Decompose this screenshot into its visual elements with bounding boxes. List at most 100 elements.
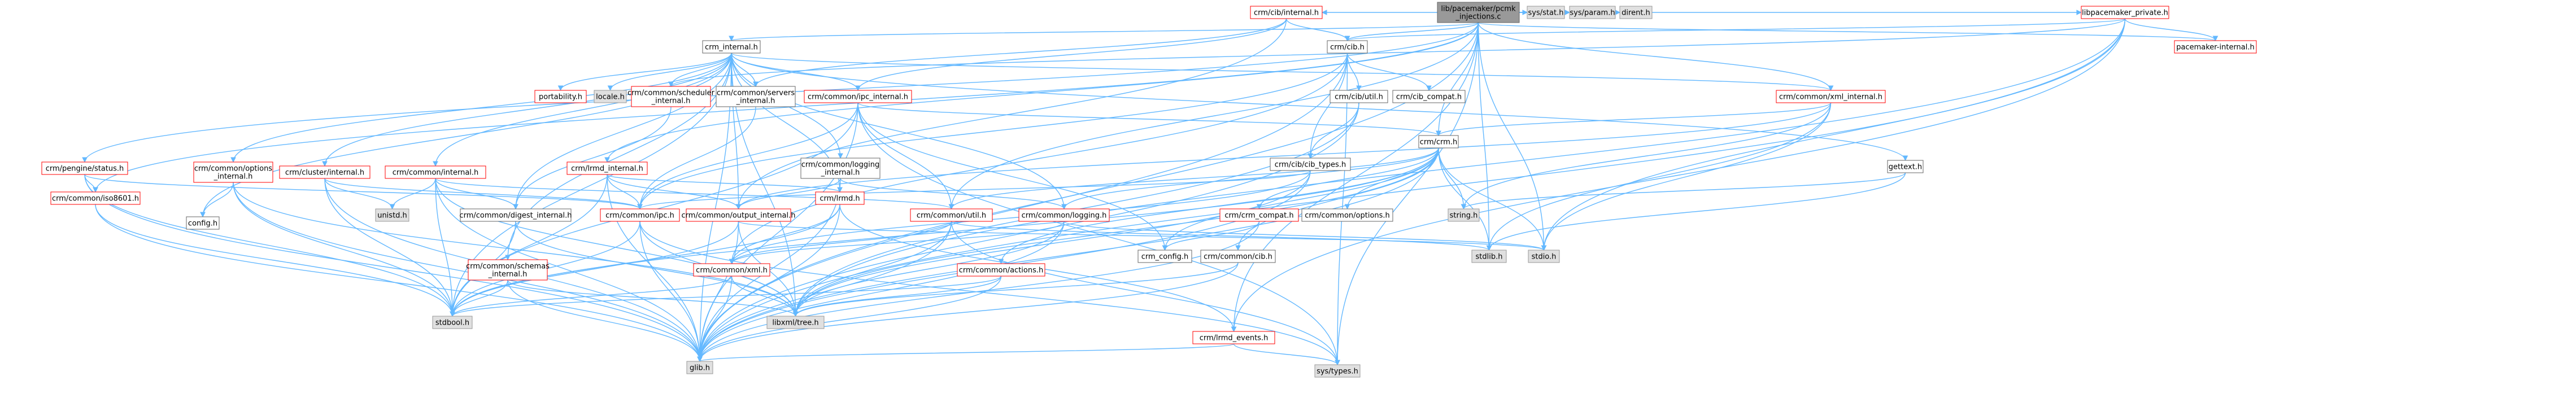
node-crm-common-xml[interactable]: crm/common/xml.h [693,263,770,277]
node-crm-common-options[interactable]: crm/common/options.h [1301,208,1393,222]
node-libpacemaker-private[interactable]: libpacemaker_private.h [2081,6,2169,19]
node-label: stdbool.h [435,319,469,327]
node-box [1527,6,1565,19]
edge-crm_cib-to-crm_cib_util [1346,53,1359,91]
node-string: string.h [1448,208,1480,222]
node-crm-common-cib[interactable]: crm/common/cib.h [1200,250,1276,263]
node-label: crm/common/servers [717,89,795,98]
node-box [1471,250,1507,263]
node-label: crm/common/logging.h [1022,212,1107,220]
node-box [1327,40,1368,54]
node-crm-common-actions[interactable]: crm/common/actions.h [957,263,1045,277]
edge-crm_common_servers_internal-to-crm_common_ipc [639,106,756,209]
node-label: crm/cib/cib_types.h [1275,161,1346,169]
node-crm-common-output-internal[interactable]: crm/common/output_internal.h [682,208,796,222]
edge-crm_common_schemas_internal-to-stdbool [452,279,508,317]
node-label: crm/common/logging [801,161,879,169]
node-box [702,40,761,54]
node-crm-cib-internal[interactable]: crm/cib/internal.h [1250,6,1323,19]
node-crm-cluster-internal[interactable]: crm/cluster/internal.h [279,165,371,179]
root-file-node[interactable]: lib/pacemaker/pcmk_injections.c [1437,2,1520,23]
node-gettext[interactable]: gettext.h [1887,160,1924,173]
node-crm-lrmd-events[interactable]: crm/lrmd_events.h [1192,331,1275,344]
node-box [375,208,409,222]
arrowhead-crm_cib-to-crm_cib_compat [1426,85,1432,91]
edge-crm_pengine_status-to-crm_common_ipc [84,174,640,209]
node-crm-common-ipc[interactable]: crm/common/ipc.h [600,208,680,222]
edge-crm_common_logging_internal-to-crm_common_logging [840,178,1065,209]
node-crm-common-logging[interactable]: crm/common/logging.h [1018,208,1110,222]
node-libxml-tree: libxml/tree.h [766,316,825,329]
node-crm-common-ipc-internal[interactable]: crm/common/ipc_internal.h [804,90,912,103]
node-crm-pengine-status[interactable]: crm/pengine/status.h [41,161,128,175]
edge-crm_common_util-to-glib [699,221,952,362]
node-dirent: dirent.h [1619,6,1653,19]
node-box [815,191,865,205]
node-crm-cib-compat[interactable]: crm/cib_compat.h [1392,90,1466,103]
node-box [957,263,1045,277]
node-label: portability.h [539,93,582,102]
arrowhead-crm_crm-to-crm_common_util [948,204,954,210]
edge-crm_common_ipc_internal-to-crm_config [857,102,1166,251]
node-crm-common-util[interactable]: crm/common/util.h [910,208,993,222]
node-crm-lrmd[interactable]: crm/lrmd.h [815,191,865,205]
node-crm-lrmd-internal[interactable]: crm/lrmd_internal.h [566,161,648,175]
node-crm-common-scheduler-internal[interactable]: crm/common/scheduler_internal.h [627,86,715,107]
node-crm-cib-util[interactable]: crm/cib/util.h [1330,90,1388,103]
node-label: locale.h [596,93,625,102]
edge-crm_cib_internal-to-crm_common_servers_internal [755,18,1287,87]
node-crm-common-xml-internal[interactable]: crm/common/xml_internal.h [1776,90,1886,103]
node-crm-crm-compat[interactable]: crm/crm_compat.h [1219,208,1299,222]
node-label: string.h [1450,212,1478,220]
node-config[interactable]: config.h [186,216,220,230]
node-crm-cib-cib-types[interactable]: crm/cib/cib_types.h [1270,158,1351,171]
node-box [1018,208,1110,222]
node-unistd: unistd.h [375,208,409,222]
edge-crm_crm-to-crm_common_cib [1237,147,1439,251]
node-box [432,316,473,329]
node-portability[interactable]: portability.h [534,90,587,103]
node-label: crm/lrmd.h [820,195,860,203]
node-box [1619,6,1653,19]
arrowhead-crm_internal-to-locale [607,85,613,91]
edge-crm_internal-to-crm_common_scheduler_internal [670,53,732,87]
node-label: sys/stat.h [1528,9,1564,18]
node-sys-types: sys/types.h [1314,364,1361,378]
arrowhead-crm_internal-to-gettext [1902,155,1908,161]
node-pacemaker-internal[interactable]: pacemaker-internal.h [2174,40,2257,54]
node-box [910,208,993,222]
node-label: _injections.c [1455,13,1501,21]
edge-crm_common_ipc-to-sys_types [639,221,1338,365]
node-crm-internal[interactable]: crm_internal.h [702,40,761,54]
edge-crm_common_options_internal-to-stdbool [233,182,453,317]
arrowhead-crm_common_util-to-stdlib [1486,245,1492,251]
node-label: crm/lrmd_internal.h [571,165,643,173]
node-crm-common-internal[interactable]: crm/common/internal.h [385,165,486,179]
node-crm-common-options-internal[interactable]: crm/common/options_internal.h [193,161,273,183]
edge-crm_lrmd_events-to-sys_types [1233,343,1338,365]
edge-crm_cib-to-crm_common_ipc [639,53,1348,209]
node-label: gettext.h [1889,163,1922,172]
node-crm-crm[interactable]: crm/crm.h [1418,135,1459,148]
node-crm-config[interactable]: crm_config.h [1137,250,1192,263]
node-box [50,191,141,205]
node-crm-common-logging-internal[interactable]: crm/common/logging_internal.h [800,158,881,179]
edge-root-to-sys_types [1337,22,1479,365]
edge-crm_common_ipc-to-glib [639,221,700,362]
edge-crm_crm-to-crm_common_logging [1063,147,1439,209]
node-box [1200,250,1276,263]
edge-crm_common_xml_internal-to-stdio [1543,102,1832,251]
node-crm-cib[interactable]: crm/cib.h [1327,40,1368,54]
node-label: crm/cluster/internal.h [285,169,364,177]
arrowhead-crm_common_cib-to-libxml_tree [792,311,799,317]
node-crm-common-servers-internal[interactable]: crm/common/servers_internal.h [716,86,796,107]
arrowhead-crm_internal-to-crm_common_xml_internal [1828,85,1834,91]
node-crm-common-iso8601[interactable]: crm/common/iso8601.h [50,191,141,205]
node-box [468,259,548,281]
edge-crm_cluster_internal-to-crm_common_ipc [324,178,640,209]
arrowhead-crm_internal-to-crm_common_internal [433,161,438,167]
edge-crm_common_output_internal-to-stdbool [452,221,739,317]
node-label: libpacemaker_private.h [2082,9,2168,18]
node-crm-common-schemas-internal[interactable]: crm/common/schemas_internal.h [466,259,550,281]
node-crm-common-digest-internal[interactable]: crm/common/digest_internal.h [459,208,572,222]
